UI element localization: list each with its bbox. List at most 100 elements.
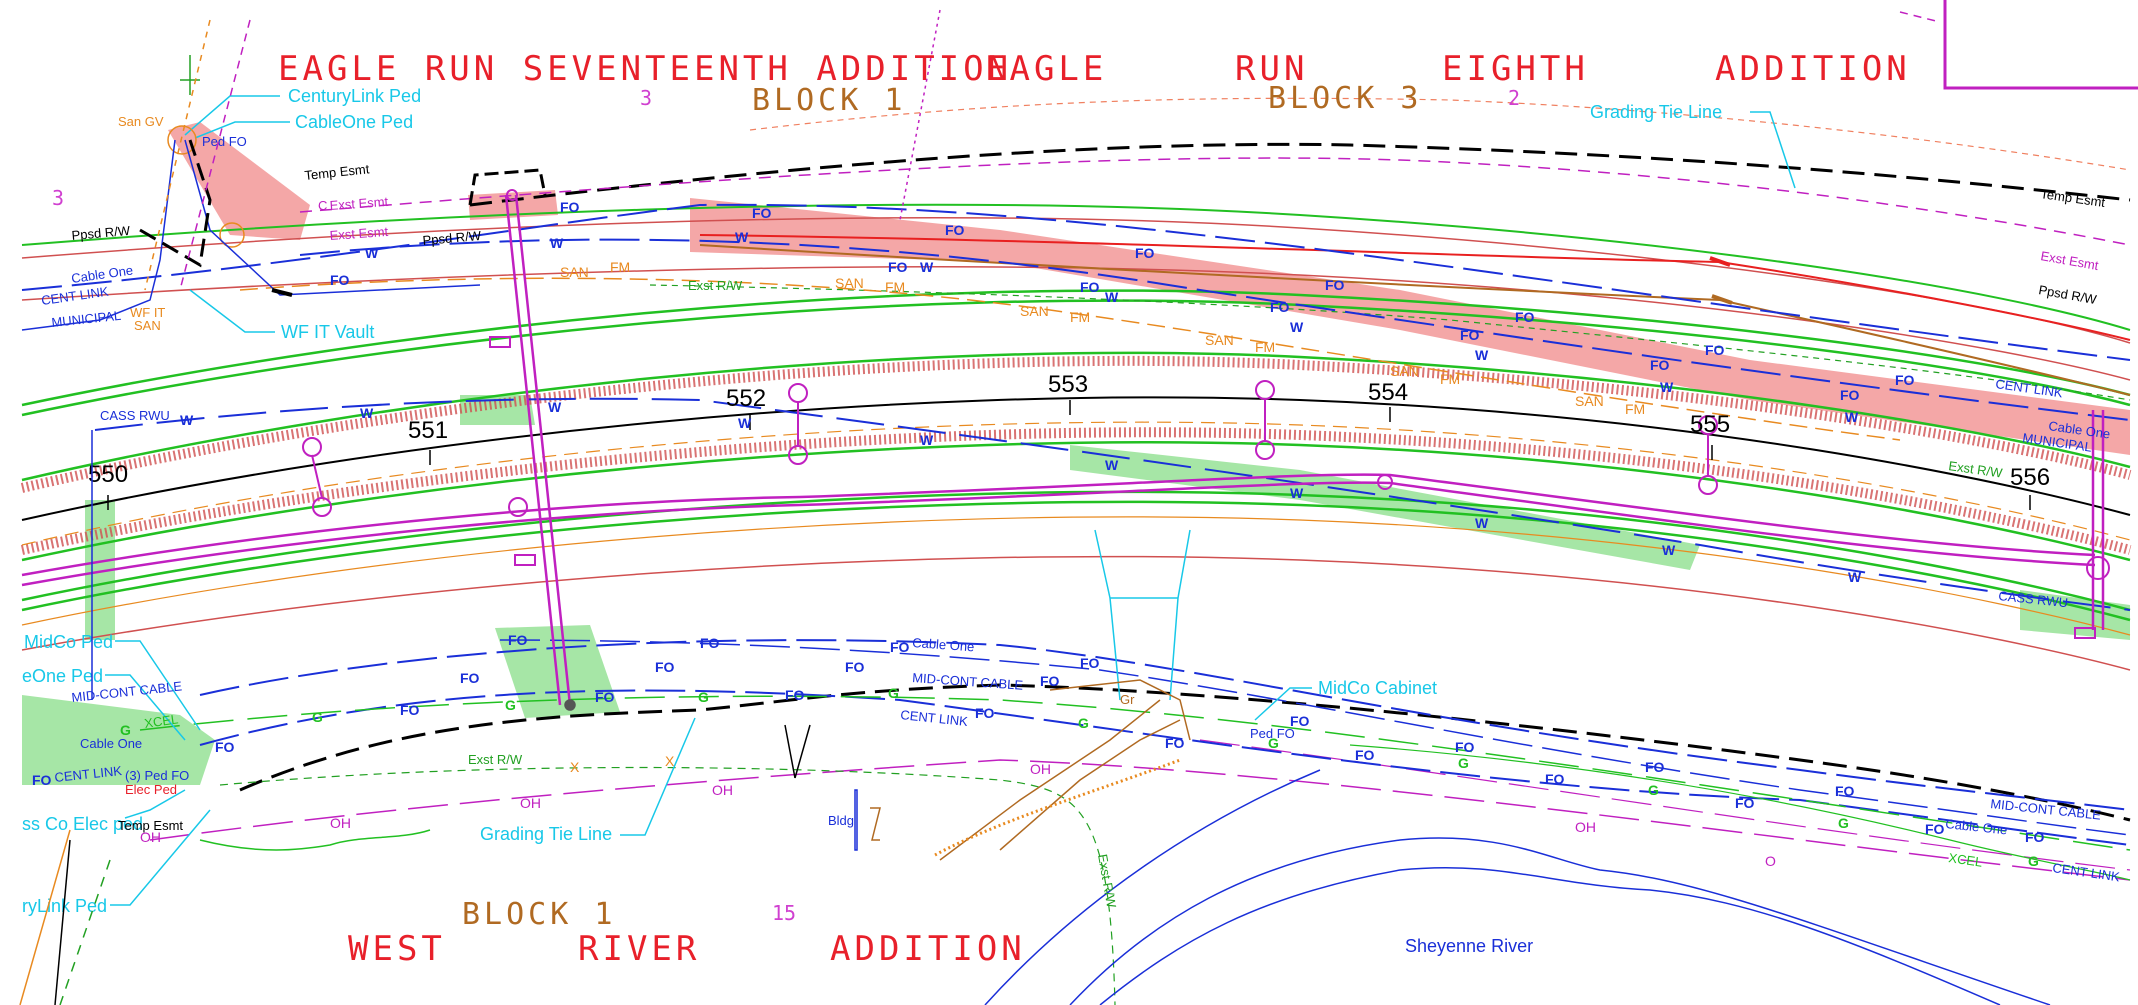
san-code: SAN (1390, 363, 1419, 379)
w-code: W (920, 432, 934, 448)
label-cass-rwu: CASS RWU (100, 408, 170, 423)
manhole-icon (302, 437, 322, 457)
road-edge (21, 500, 2131, 622)
callout-cass-elec-ped: ss Co Elec ped (22, 814, 143, 834)
oh-code: OH (140, 829, 161, 845)
river-bank (984, 769, 1321, 1005)
g-code: G (1838, 815, 1849, 831)
marker-icon (564, 699, 576, 711)
san-fm-line (239, 277, 1901, 441)
lot-labels: 3 2 3 15 (52, 86, 1520, 925)
road-edge (21, 490, 2131, 612)
exst-esmt-line (299, 157, 2131, 246)
leader-line (115, 640, 201, 731)
station-label: 556 (2010, 464, 2050, 491)
valve-west-icon (271, 288, 293, 297)
south-edge (21, 555, 2131, 671)
magenta-dash-corner (1899, 11, 1941, 23)
callout-wf-it-vault: WF IT Vault (281, 322, 374, 342)
fo-code: FO (1705, 342, 1725, 358)
subdivision-labels: EAGLE RUN SEVENTEENTH ADDITION EAGLE RUN… (278, 49, 1907, 969)
misc-symbols (19, 0, 2138, 1005)
manhole-icon (2086, 556, 2110, 580)
water-line (94, 397, 2131, 611)
black-esmt-corner (139, 139, 212, 268)
san-code: SAN (835, 275, 864, 291)
conflict-highlight-north (690, 198, 2130, 455)
block-label: BLOCK 1 (752, 83, 906, 118)
fo-code: FO (1080, 655, 1100, 671)
callout-midco-cabinet: MidCo Cabinet (1318, 678, 1437, 698)
red-line-n1 (699, 234, 2131, 341)
label-cable-one-br: Cable One (1945, 816, 2008, 837)
fo-code: FO (32, 772, 52, 788)
station-label: 552 (726, 385, 766, 412)
label-ppsd-rw-right: Ppsd R/W (2037, 282, 2098, 307)
fo-code: FO (1355, 747, 1375, 763)
fo-code: FO (2025, 829, 2045, 845)
label-sheyenne-river: Sheyenne River (1405, 936, 1533, 956)
fo-code: FO (1895, 372, 1915, 388)
road-curb-hatch (20, 427, 2132, 555)
callout-grading-tie-bottom: Grading Tie Line (480, 824, 612, 844)
subdivision-name: EAGLE RUN SEVENTEENTH ADDITION (278, 49, 1012, 89)
label-cable-one-mid: Cable One (912, 635, 975, 654)
label-bldg: Bldg (828, 813, 854, 828)
title-block-corner (1943, 0, 2138, 90)
fo-line-south (199, 639, 2131, 811)
callout-midco-ped: MidCo Ped (24, 632, 113, 652)
utility-lines (21, 203, 2131, 881)
fo-code: FO (1290, 713, 1310, 729)
station-labels: 550 551 552 553 554 555 556 (88, 371, 2050, 491)
fo-code: FO (1460, 327, 1480, 343)
w-code: W (1848, 569, 1862, 585)
g-code: G (505, 697, 516, 713)
label-c: C (318, 198, 327, 213)
fo-route-corner (184, 139, 481, 296)
manhole-icon (1377, 474, 1393, 490)
san-code: SAN (1020, 303, 1049, 319)
light-pole-icon (794, 724, 811, 779)
fm-code: FM (1255, 339, 1275, 355)
fm-code: FM (1070, 309, 1090, 325)
w-code: W (1105, 289, 1119, 305)
green-dash-left (59, 859, 111, 1005)
leader-line (105, 674, 186, 741)
cyan-structure (1094, 529, 1191, 701)
road-centerline (21, 396, 2131, 521)
fo-code: FO (890, 639, 910, 655)
fm-code: FM (610, 259, 630, 275)
w-code: W (735, 229, 749, 245)
label-cent-link-br: CENT LINK (2052, 860, 2121, 884)
road-edge (21, 351, 2131, 482)
w-code: W (180, 412, 194, 428)
annotation-labels: San GV Ped FO Temp Esmt Temp Esmt Temp E… (40, 114, 2121, 956)
leader-line (194, 121, 290, 139)
x-code: X (570, 759, 580, 775)
fo-code: FO (700, 635, 720, 651)
fo-line-south-3 (499, 639, 2131, 836)
valve-icon (2074, 627, 2096, 639)
light-pole-icon (784, 724, 796, 779)
fo-code: FO (1735, 795, 1755, 811)
valve-icon (514, 554, 536, 566)
o-code: O (1765, 853, 1776, 869)
label-exst-rw: Exst R/W (688, 278, 743, 293)
fo-code: FO (888, 259, 908, 275)
fm-code: FM (1440, 371, 1460, 387)
driveway-outline (1049, 679, 1191, 741)
station-label: 554 (1368, 379, 1408, 406)
oh-code: OH (330, 815, 351, 831)
label-ped-fo-3: (3) Ped FO (125, 768, 189, 783)
g-code: G (120, 722, 131, 738)
lot-line-top (749, 97, 2131, 171)
green-highlight-water (1070, 445, 1700, 570)
g-code: G (1458, 755, 1469, 771)
x-code: X (665, 753, 675, 769)
fo-code: FO (975, 705, 995, 721)
sewer-cleanout-icon (219, 222, 245, 248)
leader-line (189, 289, 275, 333)
orange-line (21, 421, 2131, 546)
manhole-icon (508, 497, 528, 517)
